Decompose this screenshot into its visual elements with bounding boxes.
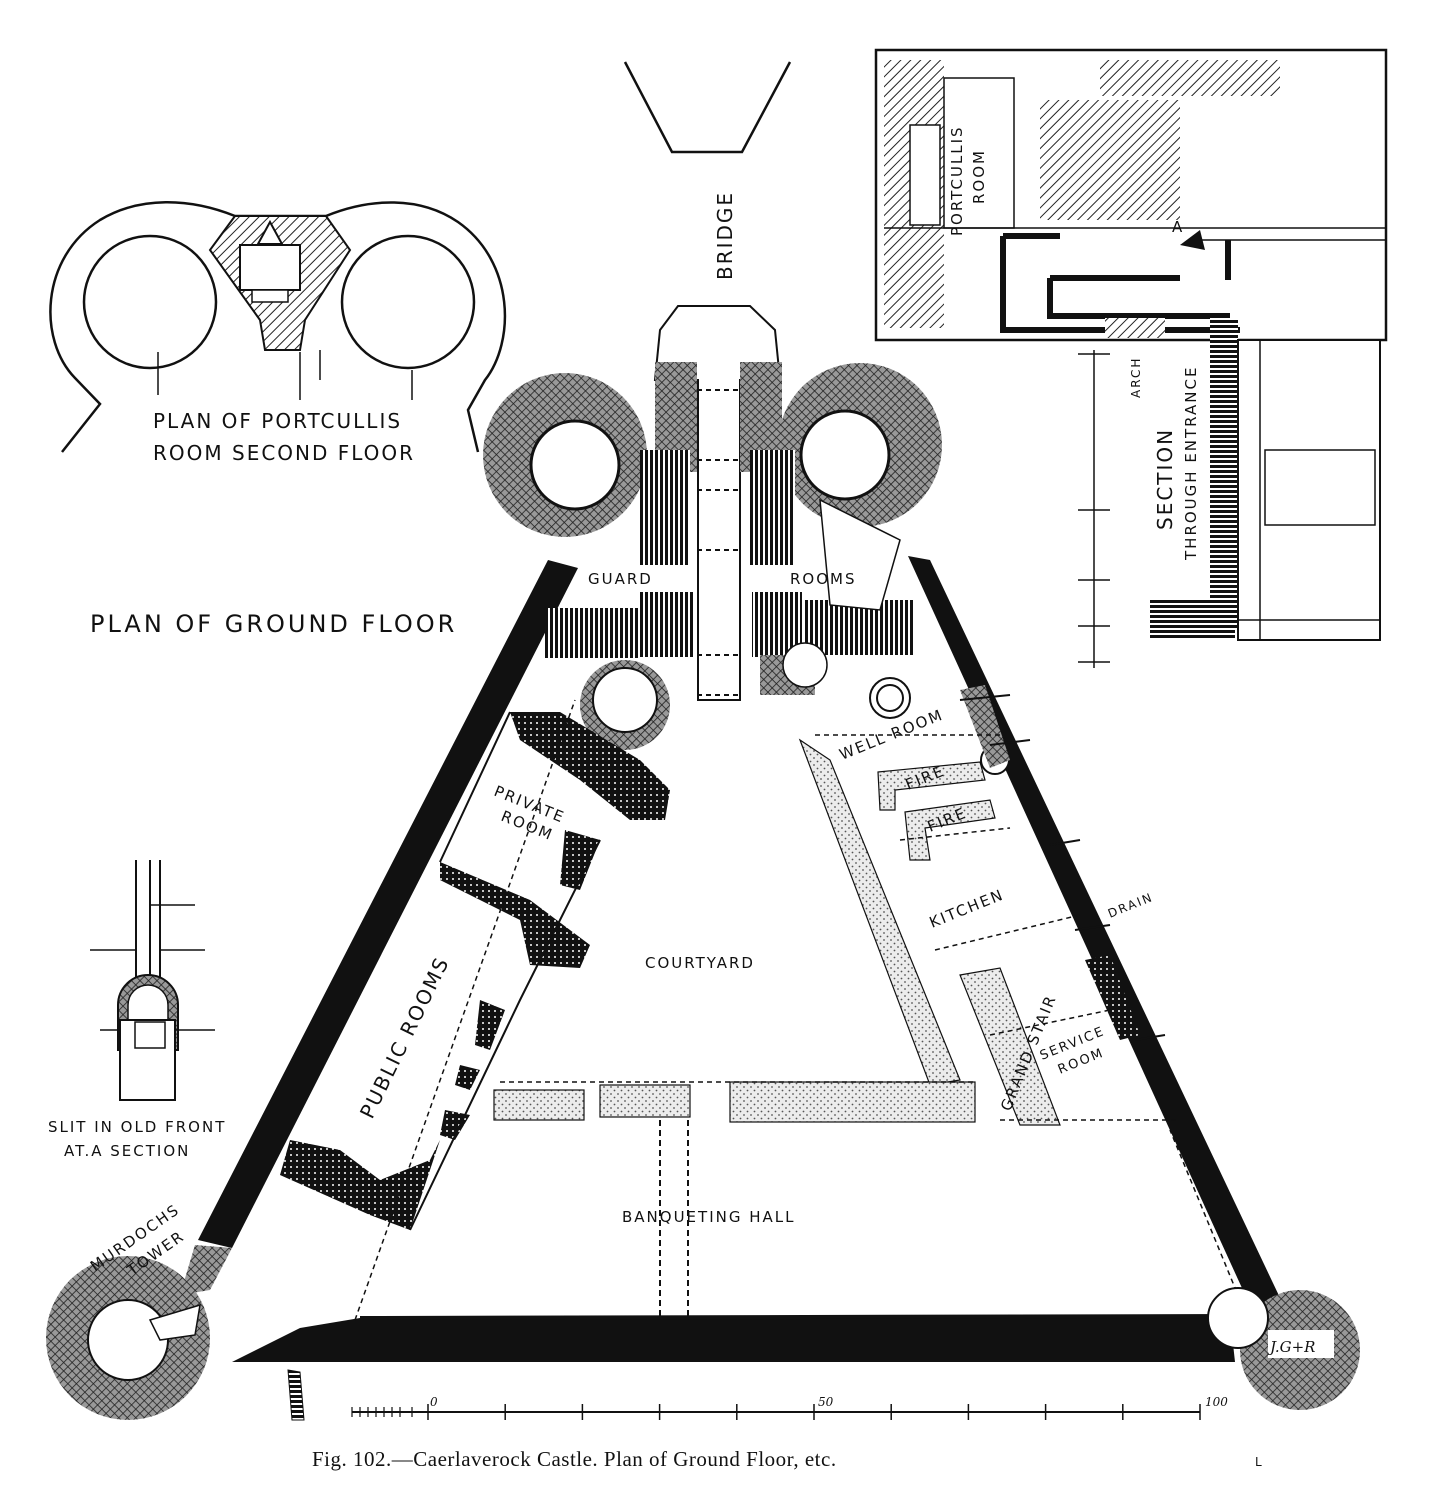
entrance-section-drawing [874, 48, 1388, 668]
fire-label-1: FIRE [903, 762, 948, 794]
scale-label-100: 100 [1205, 1395, 1228, 1409]
portcullis-plan-title-line1: PLAN OF PORTCULLIS [153, 409, 402, 433]
murdochs-tower [46, 1245, 232, 1420]
portcullis-plan-title-line2: ROOM SECOND FLOOR [153, 441, 415, 465]
slit-label-line1: SLIT IN OLD FRONT [48, 1118, 226, 1136]
signature: J.G+R [1267, 1338, 1315, 1356]
portcullis-room-label-line2: ROOM [970, 149, 988, 204]
drain-label: DRAIN [1106, 890, 1156, 921]
south-east-tower [1207, 1287, 1360, 1410]
ground-floor-plan-title: PLAN OF GROUND FLOOR [90, 610, 457, 638]
slit-label-line2: AT.A SECTION [64, 1142, 190, 1160]
scale-label-50: 50 [818, 1395, 834, 1409]
scale-label-0: 0 [430, 1395, 438, 1409]
portcullis-room-label-line1: PORTCULLIS [948, 125, 966, 236]
slit-section-drawing [90, 860, 215, 1101]
marker-a: A [1172, 218, 1184, 236]
bridge-label: BRIDGE [713, 191, 737, 280]
portcullis-plan-drawing [49, 201, 507, 453]
bridge-approach [623, 61, 792, 154]
west-range [280, 711, 670, 1231]
section-title-line1: SECTION [1153, 428, 1177, 530]
east-range [798, 677, 1180, 1126]
courtyard-label: COURTYARD [645, 954, 755, 972]
banqueting-hall-label: BANQUETING HALL [622, 1208, 796, 1226]
arch-label: ARCH [1129, 357, 1143, 398]
figure-caption: Fig. 102.—Caerlaverock Castle. Plan of G… [312, 1447, 837, 1471]
guard-label: GUARD [588, 570, 653, 588]
banqueting-hall-front [354, 699, 1241, 1321]
steps [287, 1369, 305, 1421]
gatehouse [483, 305, 942, 750]
kitchen-label: KITCHEN [927, 885, 1007, 931]
rooms-label: ROOMS [790, 570, 857, 588]
page-mark: L [1255, 1455, 1264, 1469]
public-rooms-label: PUBLIC ROOMS [355, 952, 454, 1122]
section-title-line2: THROUGH ENTRANCE [1182, 366, 1200, 561]
scale-bar [351, 1404, 1201, 1420]
